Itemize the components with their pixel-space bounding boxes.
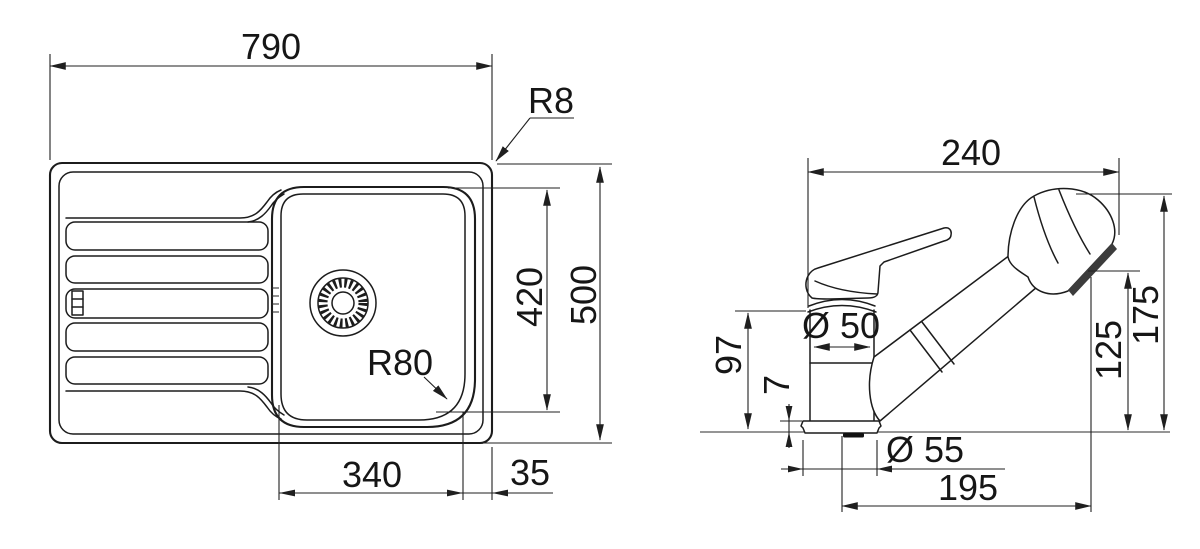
overflow-detail	[71, 290, 84, 316]
faucet-dimensions: 240 Ø 50 97 7 Ø 55	[708, 132, 1172, 512]
aerator-face	[1068, 243, 1117, 296]
dim-spout-projection: 195	[841, 277, 1092, 512]
dim-body-diameter: Ø 50	[802, 305, 880, 351]
base-diameter-label: Ø 55	[886, 429, 964, 470]
dim-basin-radius: R80	[367, 342, 448, 400]
spout-projection-label: 195	[938, 467, 998, 508]
basin-width-label: 340	[342, 454, 402, 495]
sink-dimensions: 790 R8 420 500 R80	[49, 26, 612, 500]
body-height-label: 97	[708, 335, 749, 375]
basin-bowl	[280, 193, 466, 421]
dim-rim-radius: R8	[495, 80, 574, 162]
dim-base-diameter: Ø 55	[781, 429, 1005, 476]
dim-outlet-height: 125	[1088, 270, 1140, 431]
edge-offset-label: 35	[510, 452, 550, 493]
base-plate-height-label: 7	[756, 375, 797, 395]
spray-arm	[868, 248, 1045, 422]
faucet-side-view	[700, 187, 1170, 438]
dim-basin-width: 340 35	[278, 405, 553, 500]
sink-outer-rim	[48, 161, 494, 445]
drainboard-bottom-edge	[65, 390, 282, 420]
mounting-nut	[843, 433, 864, 438]
dim-spout-reach: 240	[807, 132, 1120, 308]
drain-strainer	[309, 269, 377, 337]
drainboard-bottom-crease	[247, 386, 285, 416]
arm-joint-line-2	[921, 321, 955, 365]
sink-top-view	[48, 161, 494, 445]
rim-radius-label: R8	[528, 80, 574, 121]
dim-basin-height: 420	[436, 187, 560, 413]
spray-head	[1007, 187, 1117, 296]
sink-inner-profile	[58, 171, 484, 435]
dim-base-plate-height: 7	[756, 375, 802, 448]
spout-reach-label: 240	[941, 132, 1001, 173]
dim-total-height: 175	[1076, 193, 1172, 431]
base-plate	[800, 420, 882, 438]
lever-handle	[805, 227, 952, 300]
basin-rim	[270, 185, 477, 429]
basin-centre-ticks	[272, 287, 279, 313]
sink-depth-label: 500	[563, 265, 604, 325]
sink-width-label: 790	[241, 26, 301, 67]
body-diameter-label: Ø 50	[802, 305, 880, 346]
drainboard-ribs	[65, 221, 269, 385]
total-height-label: 175	[1125, 285, 1166, 345]
dim-sink-depth: 500	[482, 163, 612, 444]
arm-joint-line-1	[909, 329, 943, 373]
basin-height-label: 420	[509, 267, 550, 327]
basin-radius-label: R80	[367, 342, 433, 383]
dim-body-height: 97	[708, 310, 806, 430]
drainboard-top-edge	[65, 189, 282, 219]
dim-sink-width: 790	[49, 26, 493, 160]
outlet-height-label: 125	[1088, 320, 1129, 380]
